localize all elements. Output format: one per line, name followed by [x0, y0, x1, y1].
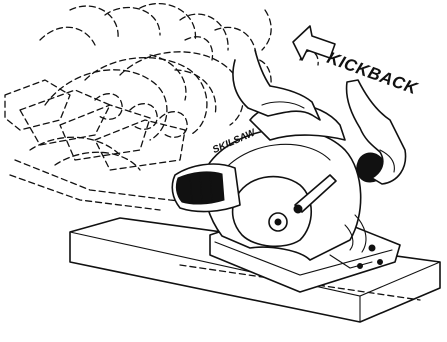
kickback-illustration: [0, 0, 447, 342]
